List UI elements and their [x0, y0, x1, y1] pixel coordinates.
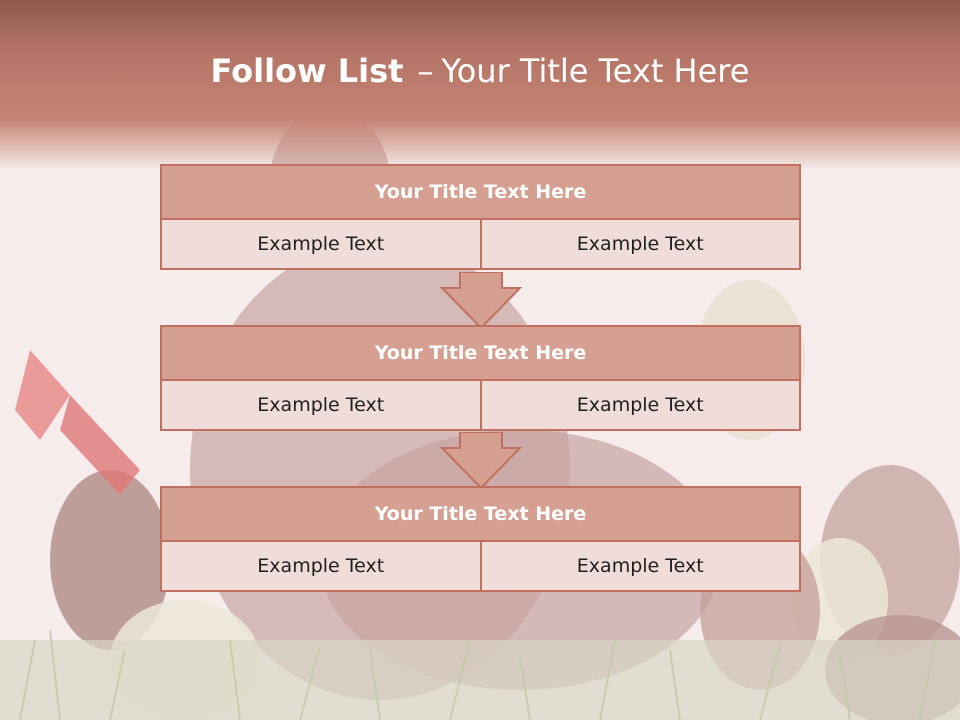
block-row: Example Text Example Text — [160, 381, 801, 431]
slide-title-bold: Follow List — [210, 52, 404, 90]
list-block-1: Your Title Text Here Example Text Exampl… — [160, 164, 801, 270]
block-cell-left: Example Text — [160, 220, 482, 270]
slide-title-rest: Your Title Text Here — [441, 52, 750, 90]
slide-title-dash: – — [417, 52, 434, 90]
block-cell-left: Example Text — [160, 542, 482, 592]
block-cell-right: Example Text — [481, 220, 801, 270]
list-block-3: Your Title Text Here Example Text Exampl… — [160, 486, 801, 592]
block-cell-right: Example Text — [481, 542, 801, 592]
list-block-2: Your Title Text Here Example Text Exampl… — [160, 325, 801, 431]
down-arrow-icon — [440, 272, 522, 330]
header-band — [0, 0, 960, 170]
block-cell-left: Example Text — [160, 381, 482, 431]
slide-title: Follow List–Your Title Text Here — [0, 52, 960, 90]
down-arrow-icon — [440, 432, 522, 490]
block-row: Example Text Example Text — [160, 542, 801, 592]
block-title: Your Title Text Here — [160, 325, 801, 381]
block-cell-right: Example Text — [481, 381, 801, 431]
block-row: Example Text Example Text — [160, 220, 801, 270]
block-title: Your Title Text Here — [160, 164, 801, 220]
block-title: Your Title Text Here — [160, 486, 801, 542]
